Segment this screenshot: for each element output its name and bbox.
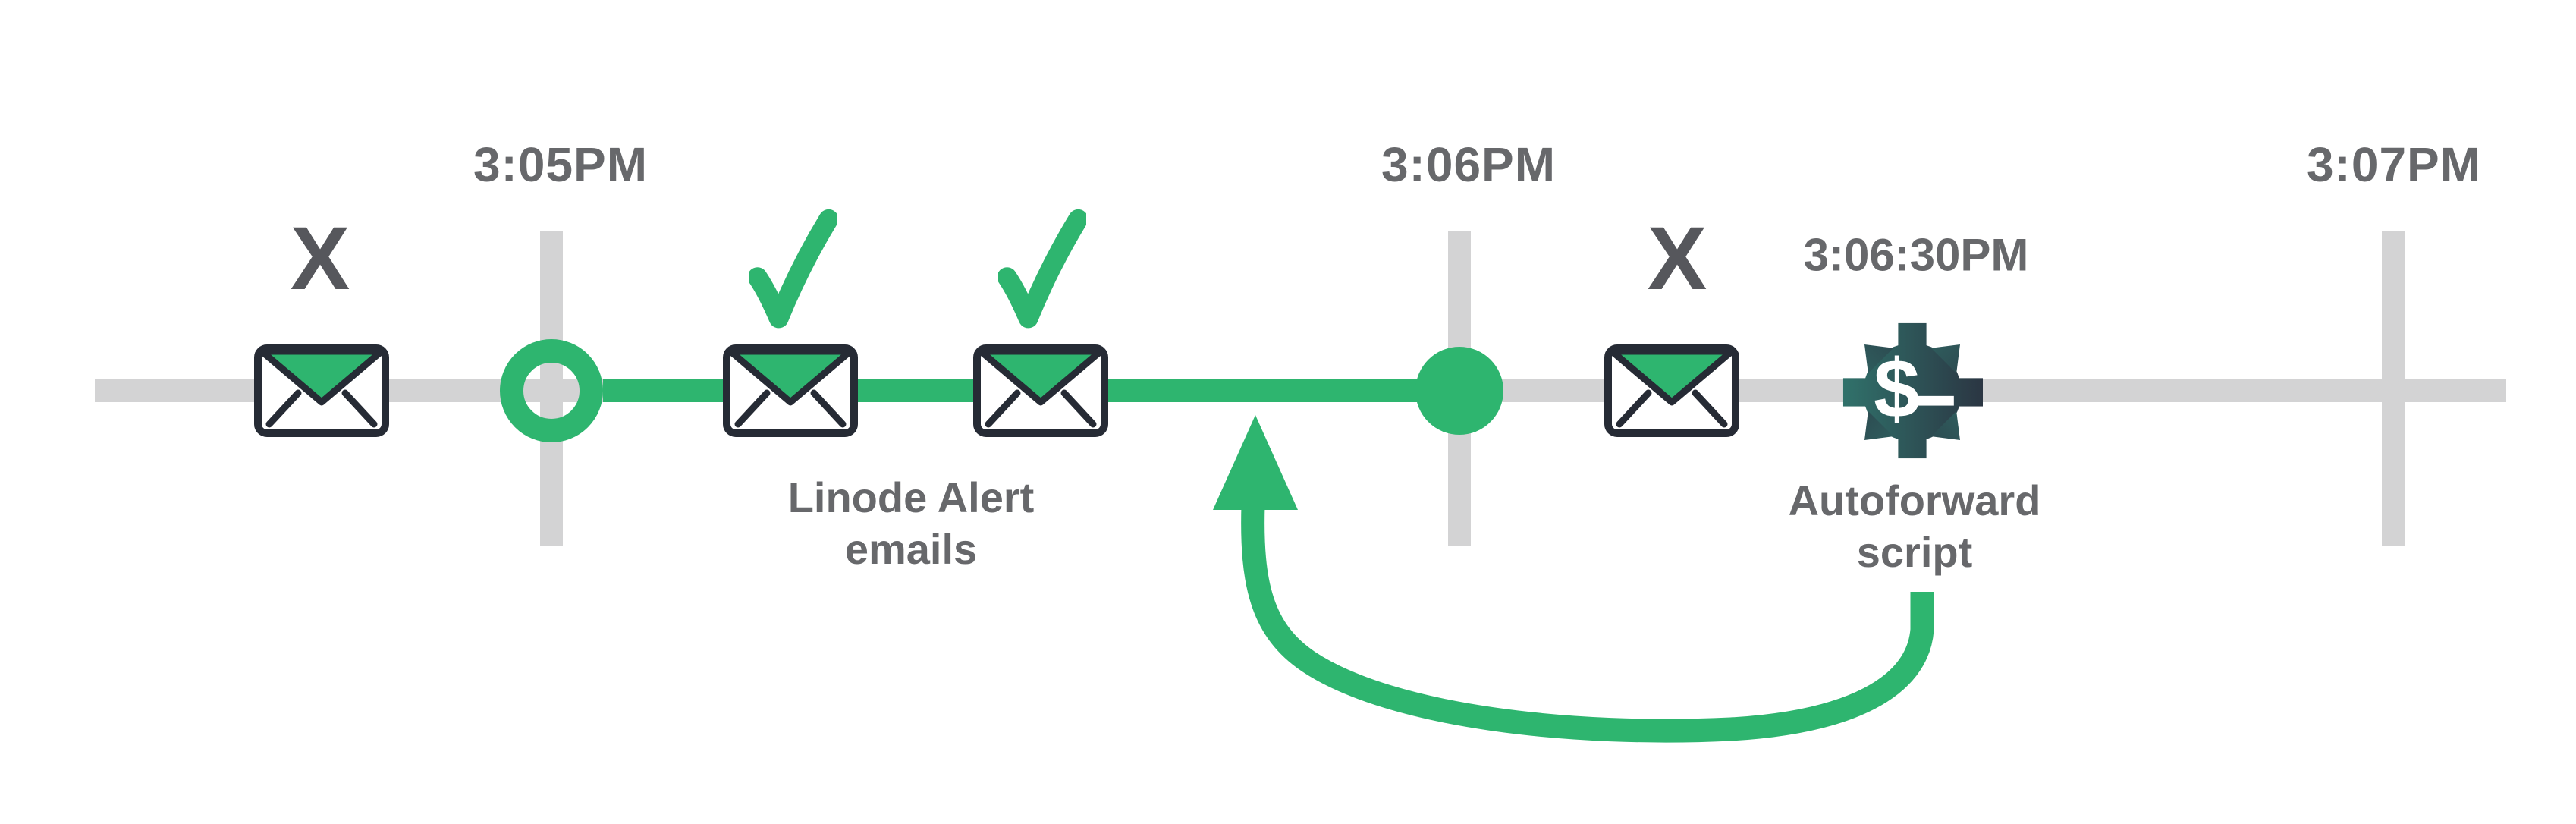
script-caption-line2: script	[1856, 528, 1973, 576]
timeline-tick-307	[2382, 231, 2405, 546]
missed-x-mark: X	[1647, 209, 1707, 309]
script-caption-line1: Autoforward	[1788, 476, 2041, 524]
open-circle-marker	[500, 339, 603, 442]
envelope-icon	[723, 344, 858, 437]
envelope-icon	[973, 344, 1108, 437]
gear-dollar-icon: $	[1842, 319, 1983, 463]
time-label-307: 3:07PM	[2306, 137, 2482, 192]
underscore-glyph	[1916, 395, 1954, 406]
time-label-30630: 3:06:30PM	[1803, 229, 2029, 281]
alert-caption-line2: emails	[844, 525, 978, 573]
time-label-306: 3:06PM	[1381, 137, 1557, 192]
alert-caption: Linode Alert emails	[788, 472, 1035, 575]
time-label-305: 3:05PM	[473, 137, 649, 192]
script-caption: Autoforward script	[1789, 475, 2041, 578]
filled-circle-marker	[1415, 347, 1503, 435]
curved-return-arrow-icon	[1183, 395, 1987, 751]
alert-caption-line1: Linode Alert	[787, 473, 1035, 521]
envelope-icon	[1604, 344, 1739, 437]
checkmark-icon	[749, 207, 837, 336]
envelope-icon	[254, 344, 389, 437]
missed-x-mark: X	[290, 209, 350, 309]
checkmark-icon	[998, 207, 1086, 336]
dollar-glyph: $	[1874, 343, 1920, 436]
